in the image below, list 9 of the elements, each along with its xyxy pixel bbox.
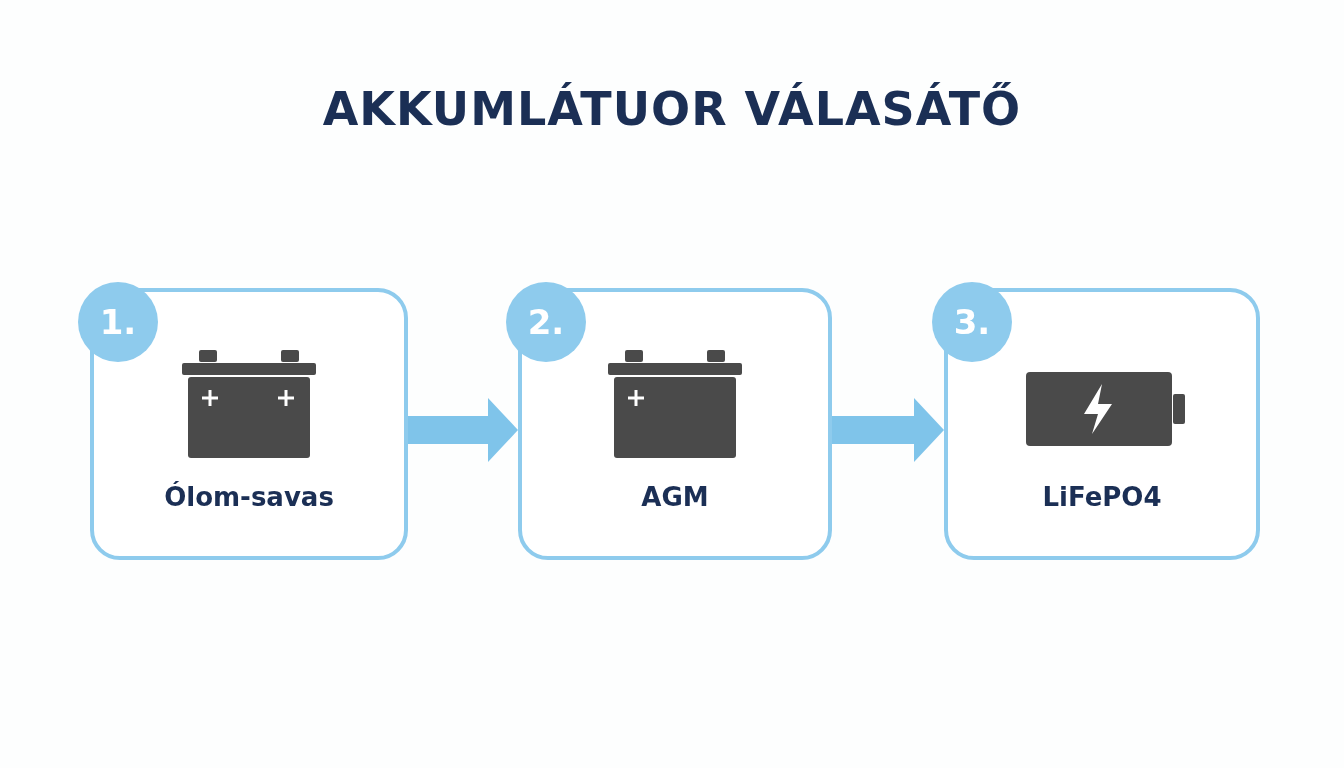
battery-type-label: LiFePO4 (1042, 482, 1162, 512)
flow-arrow (832, 398, 944, 462)
battery-type-label: AGM (641, 482, 709, 512)
flow-arrow (408, 398, 518, 462)
title: AKKUMLÁTUOR VÁLASÁTŐ (322, 82, 1022, 136)
step-number-badge: 2. (506, 282, 586, 362)
step-number-badge: 1. (78, 282, 158, 362)
step-number-badge: 3. (932, 282, 1012, 362)
battery-type-label: Ólom-savas (164, 482, 334, 512)
